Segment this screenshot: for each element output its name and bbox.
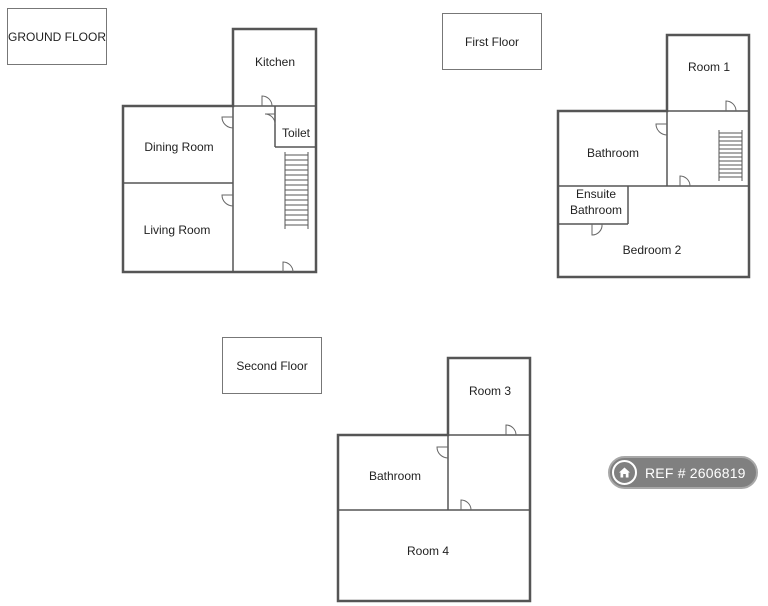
toilet-label: Toilet [282, 126, 311, 140]
ground-floor-title: GROUND FLOOR [7, 8, 107, 65]
ensuite-label-line1: Ensuite [576, 187, 616, 201]
door [591, 223, 603, 236]
bedroom-2-label: Bedroom 2 [623, 243, 682, 257]
reference-number: REF # 2606819 [645, 464, 746, 481]
door [264, 113, 276, 125]
door [725, 100, 737, 112]
reference-badge: REF # 2606819 [608, 456, 758, 489]
living-room-label: Living Room [144, 223, 211, 237]
dining-room-label: Dining Room [144, 140, 213, 154]
bathroom-first-label: Bathroom [587, 146, 639, 160]
second-floor-plan: Room 3 Bathroom Room 4 [336, 356, 532, 603]
door [261, 95, 273, 107]
door [282, 261, 294, 273]
staircase-ground [284, 152, 309, 229]
door [221, 116, 234, 129]
room-3-label: Room 3 [469, 384, 511, 398]
ground-floor-plan: Kitchen Toilet Dining Room Living Room [121, 27, 318, 274]
door [505, 424, 517, 436]
first-floor-plan: Room 1 Bathroom Ensuite Bathroom Bedroom… [556, 33, 751, 279]
room-1-label: Room 1 [688, 60, 730, 74]
room-4-label: Room 4 [407, 544, 449, 558]
door [679, 175, 691, 187]
second-floor-title: Second Floor [222, 337, 322, 394]
home-icon [612, 460, 637, 485]
door [221, 194, 234, 207]
bathroom-second-label: Bathroom [369, 469, 421, 483]
ensuite-label-line2: Bathroom [570, 203, 622, 217]
staircase-first [718, 130, 743, 181]
door [460, 499, 472, 511]
door [436, 446, 449, 459]
first-floor-title: First Floor [442, 13, 542, 70]
door [655, 123, 668, 136]
kitchen-label: Kitchen [255, 55, 295, 69]
